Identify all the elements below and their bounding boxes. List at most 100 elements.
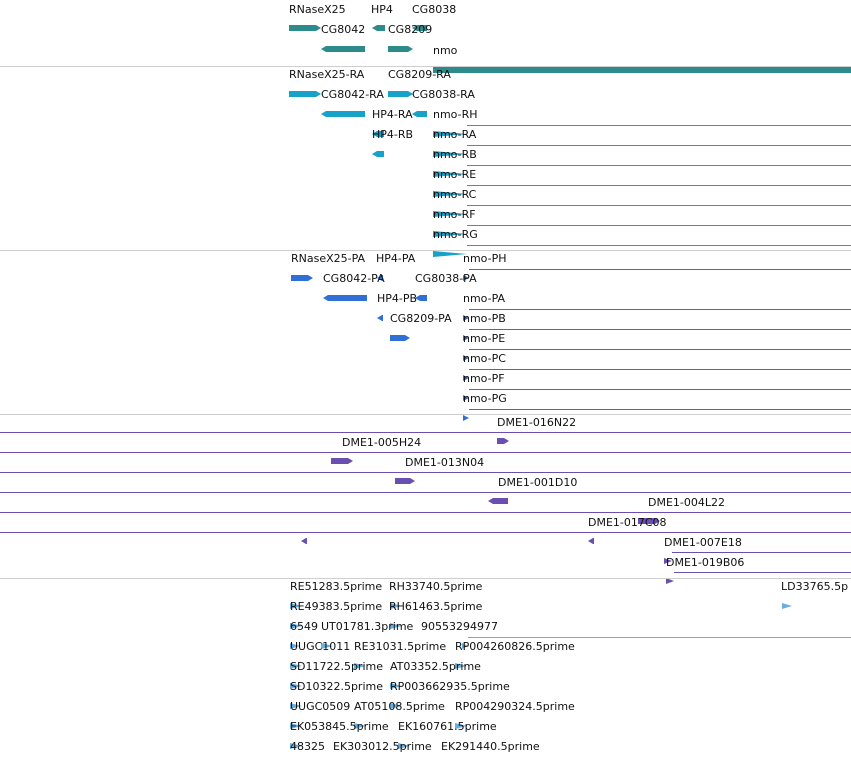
proteins-feature-label[interactable]: HP4-PA — [376, 252, 416, 265]
ests-feature-label[interactable]: EK303012.5prime — [333, 740, 432, 753]
bac-clones-feature-glyph[interactable] — [301, 529, 307, 548]
bac-clones-feature-glyph[interactable] — [395, 469, 415, 488]
ests-feature-label[interactable]: EK053845.5prime — [290, 720, 389, 733]
transcripts-flybase-feature-label[interactable]: CG8042-RA — [321, 88, 384, 101]
transcripts-flybase-feature-label[interactable]: nmo-RG — [433, 228, 478, 241]
genes-feature-glyph[interactable] — [321, 37, 365, 56]
proteins-feature-glyph[interactable] — [463, 326, 469, 345]
proteins-feature-label[interactable]: nmo-PA — [463, 292, 506, 305]
ests-feature-label[interactable]: UT01781.3prime — [321, 620, 414, 633]
bac-clones-feature-glyph[interactable] — [664, 549, 672, 568]
ests-feature-label[interactable]: RE49383.5prime — [290, 600, 383, 613]
ests-feature-label[interactable]: SD10322.5prime — [290, 680, 383, 693]
transcripts-flybase-feature-label[interactable]: nmo-RF — [433, 208, 476, 221]
genes-feature-glyph[interactable] — [388, 37, 413, 56]
bac-clones-feature-label[interactable]: DME1-001D10 — [498, 476, 578, 489]
genes-feature-label[interactable]: nmo — [433, 44, 458, 57]
proteins-feature-label[interactable]: CG8042-PA — [323, 272, 385, 285]
transcripts-flybase-feature-glyph[interactable] — [289, 82, 321, 101]
ests-feature-label[interactable]: UUGC0509 — [290, 700, 351, 713]
ests-feature-glyph[interactable] — [290, 614, 302, 633]
ests-feature-glyph[interactable] — [398, 734, 410, 753]
ests-feature-label[interactable]: 48325 — [290, 740, 325, 753]
transcripts-flybase-feature-label[interactable]: HP4-RA — [372, 108, 413, 121]
ests-feature-glyph[interactable] — [390, 694, 402, 713]
transcripts-flybase-feature-glyph[interactable] — [433, 202, 467, 221]
ests-feature-glyph[interactable] — [290, 674, 302, 693]
ests-feature-glyph[interactable] — [455, 654, 467, 673]
proteins-feature-label[interactable]: nmo-PB — [463, 312, 506, 325]
bac-clones-feature-glyph[interactable] — [488, 489, 508, 508]
proteins-feature-glyph[interactable] — [463, 346, 469, 365]
transcripts-flybase-feature-glyph[interactable] — [433, 182, 467, 201]
proteins-feature-glyph[interactable] — [463, 306, 469, 325]
bac-clones-feature-label[interactable]: DME1-013N04 — [405, 456, 485, 469]
ests-feature-glyph[interactable] — [441, 754, 461, 762]
genes-feature-label[interactable]: CG8038 — [412, 3, 457, 16]
ests-feature-glyph[interactable] — [455, 714, 467, 733]
transcripts-flybase-feature-glyph[interactable] — [433, 142, 467, 161]
transcripts-flybase-feature-label[interactable]: nmo-RA — [433, 128, 477, 141]
ests-feature-glyph[interactable] — [290, 734, 302, 753]
genes-feature-glyph[interactable] — [289, 16, 321, 35]
genes-feature-label[interactable]: HP4 — [371, 3, 393, 16]
transcripts-flybase-feature-label[interactable]: nmo-RB — [433, 148, 477, 161]
ests-feature-label[interactable]: EK291440.5prime — [441, 740, 540, 753]
transcripts-flybase-feature-label[interactable]: RNaseX25-RA — [289, 68, 365, 81]
proteins-feature-label[interactable]: nmo-PC — [463, 352, 506, 365]
ests-feature-glyph[interactable] — [354, 714, 366, 733]
proteins-feature-label[interactable]: nmo-PE — [463, 332, 506, 345]
proteins-feature-label[interactable]: nmo-PH — [463, 252, 507, 265]
ests-feature-label[interactable]: RE51283.5prime — [290, 580, 383, 593]
genes-feature-label[interactable]: CG8042 — [321, 23, 366, 36]
proteins-feature-glyph[interactable] — [377, 306, 383, 325]
ests-feature-glyph[interactable] — [290, 714, 302, 733]
transcripts-flybase-feature-glyph[interactable] — [372, 142, 384, 161]
ests-feature-glyph[interactable] — [290, 594, 302, 613]
ests-feature-glyph[interactable] — [333, 754, 343, 762]
ests-feature-label[interactable]: 6549 — [290, 620, 318, 633]
bac-clones-feature-glyph[interactable] — [588, 529, 594, 548]
transcripts-flybase-feature-glyph[interactable] — [412, 102, 427, 121]
transcripts-flybase-feature-glyph[interactable] — [433, 162, 467, 181]
genes-feature-glyph[interactable] — [372, 16, 385, 35]
ests-feature-label[interactable]: AT03352.5prime — [390, 660, 481, 673]
ests-feature-label[interactable]: UUGC1011 — [290, 640, 351, 653]
ests-feature-glyph[interactable] — [390, 594, 402, 613]
bac-clones-feature-label[interactable]: DME1-007E18 — [664, 536, 742, 549]
ests-feature-glyph[interactable] — [782, 594, 792, 613]
ests-feature-glyph[interactable] — [390, 614, 402, 633]
proteins-feature-glyph[interactable] — [291, 266, 313, 285]
proteins-feature-label[interactable]: RNaseX25-PA — [291, 252, 366, 265]
ests-feature-label[interactable]: SD11722.5prime — [290, 660, 383, 673]
ests-feature-glyph[interactable] — [290, 754, 302, 762]
transcripts-flybase-feature-label[interactable]: HP4-RB — [372, 128, 414, 141]
bac-clones-feature-label[interactable]: DME1-004L22 — [648, 496, 725, 509]
bac-clones-feature-glyph[interactable] — [666, 569, 674, 588]
transcripts-flybase-feature-label[interactable]: CG8209-RA — [388, 68, 451, 81]
ests-feature-glyph[interactable] — [321, 634, 333, 653]
proteins-feature-label[interactable]: nmo-PG — [463, 392, 507, 405]
proteins-feature-glyph[interactable] — [390, 326, 410, 345]
proteins-feature-glyph[interactable] — [415, 286, 427, 305]
bac-clones-feature-label[interactable]: DME1-017C08 — [588, 516, 667, 529]
transcripts-flybase-feature-glyph[interactable] — [433, 242, 467, 261]
proteins-feature-glyph[interactable] — [463, 266, 469, 285]
ests-feature-label[interactable]: RP004290324.5prime — [455, 700, 575, 713]
bac-clones-feature-glyph[interactable] — [638, 509, 660, 528]
proteins-feature-glyph[interactable] — [377, 266, 383, 285]
genes-feature-glyph[interactable] — [433, 58, 851, 77]
transcripts-flybase-feature-label[interactable]: nmo-RE — [433, 168, 477, 181]
ests-feature-glyph[interactable] — [354, 654, 366, 673]
proteins-feature-glyph[interactable] — [463, 406, 469, 425]
ests-feature-label[interactable]: AT05108.5prime — [354, 700, 445, 713]
transcripts-flybase-feature-glyph[interactable] — [372, 122, 384, 141]
proteins-feature-label[interactable]: CG8209-PA — [390, 312, 452, 325]
proteins-feature-label[interactable]: nmo-PF — [463, 372, 505, 385]
ests-feature-label[interactable]: RH61463.5prime — [389, 600, 483, 613]
proteins-feature-glyph[interactable] — [463, 366, 469, 385]
bac-clones-feature-glyph[interactable] — [497, 429, 509, 448]
proteins-feature-label[interactable]: CG8038-PA — [415, 272, 477, 285]
bac-clones-feature-label[interactable]: DME1-005H24 — [342, 436, 422, 449]
transcripts-flybase-feature-label[interactable]: nmo-RC — [433, 188, 477, 201]
